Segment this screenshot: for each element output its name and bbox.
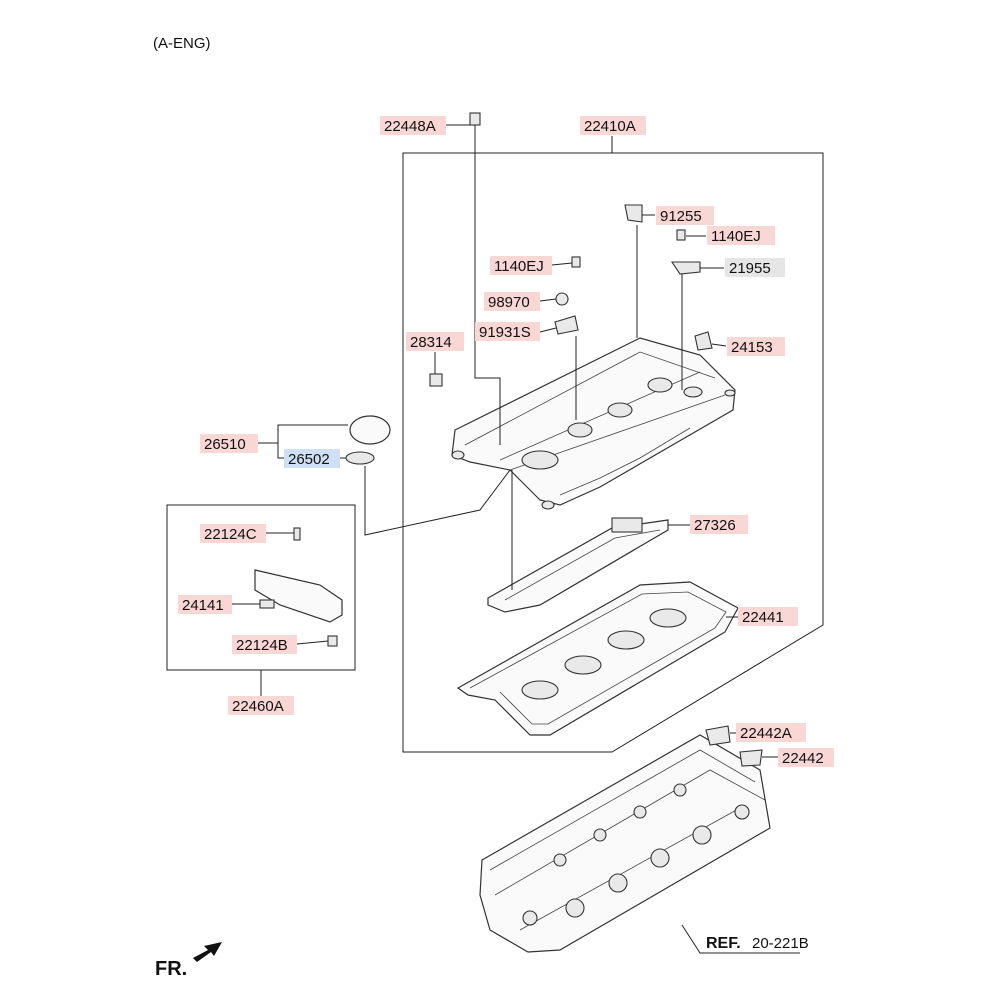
callout-22460A[interactable]: 22460A — [228, 696, 294, 715]
front-orientation-marker: FR. — [155, 942, 222, 980]
pin-22124B — [327, 635, 338, 647]
svg-text:22460A: 22460A — [232, 698, 284, 715]
callout-24153[interactable]: 24153 — [727, 337, 785, 356]
svg-text:24153: 24153 — [731, 339, 773, 356]
svg-text:26502: 26502 — [288, 451, 330, 468]
svg-text:22442A: 22442A — [740, 725, 792, 742]
svg-text:24141: 24141 — [182, 597, 224, 614]
callout-1140EJ-right[interactable]: 1140EJ — [707, 226, 775, 245]
svg-text:22441: 22441 — [742, 609, 784, 626]
svg-text:27326: 27326 — [694, 517, 736, 534]
callout-22442[interactable]: 22442 — [778, 748, 834, 767]
svg-text:91255: 91255 — [660, 208, 702, 225]
callout-22441[interactable]: 22441 — [738, 607, 798, 626]
svg-text:22448A: 22448A — [384, 118, 436, 135]
callout-22448A[interactable]: 22448A — [380, 116, 446, 135]
bracket-24153 — [694, 331, 713, 351]
front-label: FR. — [155, 958, 187, 980]
svg-text:26510: 26510 — [204, 436, 246, 453]
callout-28314[interactable]: 28314 — [406, 332, 464, 351]
callout-26502[interactable]: 26502 — [284, 449, 340, 468]
oil-filler-cap — [349, 415, 391, 445]
bracket-91255 — [624, 204, 643, 223]
cylinder-head-cover — [451, 337, 736, 510]
cover-assembly-bracket — [402, 152, 824, 753]
svg-text:1140EJ: 1140EJ — [711, 228, 761, 245]
pipe-24141 — [259, 599, 275, 609]
callout-27326[interactable]: 27326 — [690, 515, 748, 534]
svg-text:28314: 28314 — [410, 334, 452, 351]
svg-text:91931S: 91931S — [479, 324, 531, 341]
cylinder-head — [479, 734, 771, 953]
bolt-1140EJ-right — [676, 229, 686, 241]
reference-prefix: REF. — [706, 935, 741, 952]
front-arrow-icon — [193, 942, 222, 962]
part-28314 — [429, 373, 443, 387]
callout-26510[interactable]: 26510 — [200, 434, 258, 453]
half-moon-seal — [739, 749, 763, 767]
callout-21955[interactable]: 21955 — [725, 258, 785, 277]
svg-text:21955: 21955 — [729, 260, 771, 277]
callout-91255[interactable]: 91255 — [656, 206, 714, 225]
engine-variant-label: (A-ENG) — [153, 35, 211, 52]
bolt-1140EJ-left — [571, 256, 581, 268]
cover-bolt — [469, 112, 481, 150]
callout-22442A[interactable]: 22442A — [736, 723, 806, 742]
callout-22124C[interactable]: 22124C — [200, 524, 266, 543]
callout-24141[interactable]: 24141 — [178, 595, 232, 614]
svg-text:22442: 22442 — [782, 750, 824, 767]
callout-22410A[interactable]: 22410A — [580, 116, 646, 135]
reference-code: 20-221B — [752, 935, 809, 952]
callout-22124B[interactable]: 22124B — [232, 635, 297, 654]
half-moon-seal-a — [705, 725, 731, 746]
pin-22124C — [293, 527, 301, 541]
bracket-91931S — [554, 315, 579, 335]
svg-text:1140EJ: 1140EJ — [494, 258, 544, 275]
svg-text:98970: 98970 — [488, 294, 530, 311]
head-cover-gasket — [456, 581, 739, 736]
svg-text:22124B: 22124B — [236, 637, 288, 654]
callout-98970[interactable]: 98970 — [484, 292, 540, 311]
reference-note: REF. 20-221B — [706, 935, 809, 952]
bracket-21955 — [670, 261, 701, 275]
breather-baffle — [254, 569, 343, 623]
callout-1140EJ-left[interactable]: 1140EJ — [490, 256, 552, 275]
nut-98970 — [555, 292, 569, 306]
svg-text:22124C: 22124C — [204, 526, 257, 543]
svg-text:22410A: 22410A — [584, 118, 636, 135]
callout-91931S[interactable]: 91931S — [475, 322, 540, 341]
cap-gasket — [345, 451, 375, 465]
center-cover-gasket — [487, 517, 669, 613]
